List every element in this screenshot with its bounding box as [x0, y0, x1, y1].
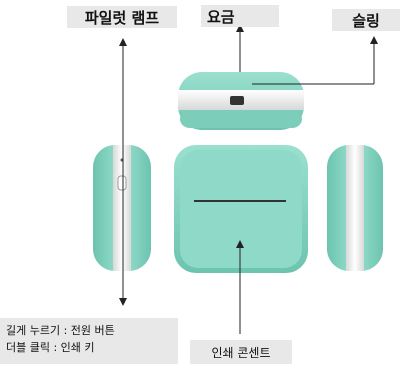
print-content-label: 인쇄 콘센트 [190, 340, 292, 364]
printer-right-view [327, 145, 383, 271]
charge-port-icon [230, 96, 244, 105]
instruction-double-click: 더블 클릭 : 인쇄 키 [6, 341, 95, 354]
printer-front-view [174, 145, 308, 273]
printer-left-view [93, 145, 151, 271]
power-button-icon [117, 175, 127, 191]
pilot-lamp-label: 파일럿 램프 [67, 6, 177, 28]
instruction-long-press: 길게 누르기 : 전원 버튼 [6, 324, 115, 337]
charge-label: 요금 [201, 5, 279, 27]
sling-label: 슬링 [332, 9, 400, 31]
callout-arrows [119, 24, 378, 334]
button-instructions: 길게 누르기 : 전원 버튼 더블 클릭 : 인쇄 키 [0, 318, 178, 364]
printer-top-view [178, 72, 304, 130]
